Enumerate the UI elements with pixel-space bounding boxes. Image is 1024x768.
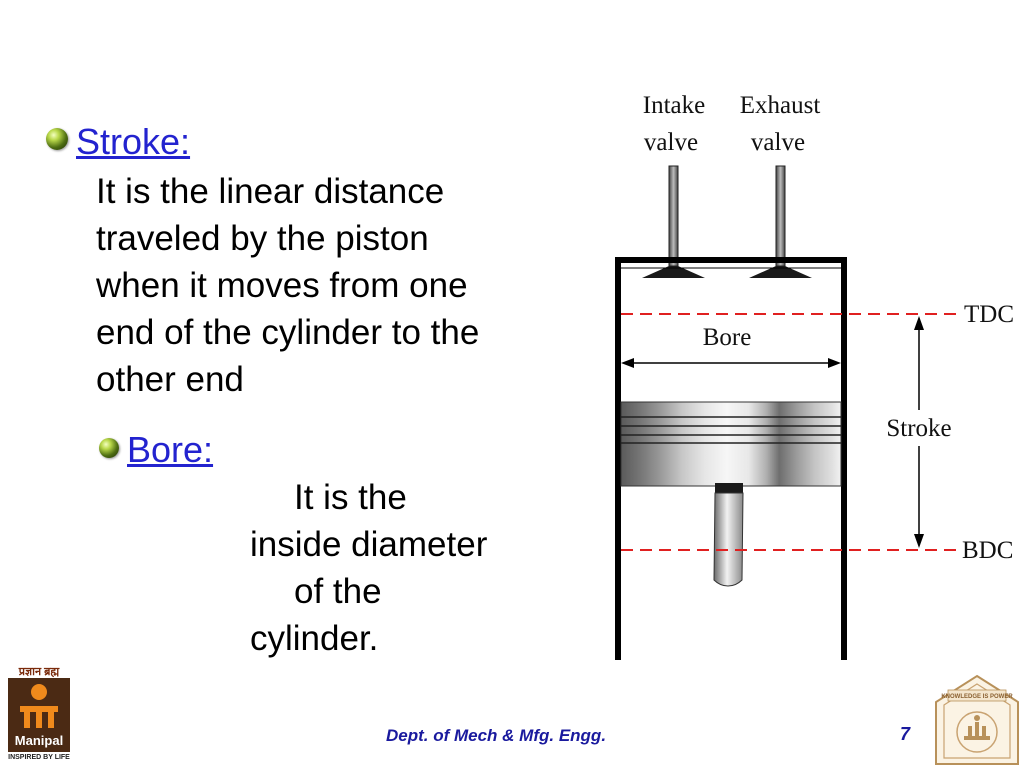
exhaust-label-line-2: valve (751, 129, 805, 156)
seal-ring-text: KNOWLEDGE IS POWER (941, 694, 1013, 700)
exhaust-label-line-1: Exhaust (740, 92, 821, 119)
stroke-line-5: other end (96, 360, 244, 399)
bore-line-3: of the (294, 572, 382, 611)
cylinder-diagram: Intake valve Exhaust valve TDC Bore BDC … (615, 92, 1014, 660)
manipal-logo-block: Manipal (8, 678, 70, 752)
bore-line-2: inside diameter (250, 525, 488, 564)
manipal-logo-top-text: प्रज्ञान ब्रह्म (18, 666, 60, 678)
intake-label-line-2: valve (644, 129, 698, 156)
stroke-arrow-down (914, 534, 924, 548)
bore-line-4: cylinder. (250, 619, 379, 658)
intake-valve-stem (668, 165, 679, 267)
bore-heading: Bore: (127, 429, 214, 470)
intake-label-line-1: Intake (643, 92, 705, 119)
page-number: 7 (900, 724, 911, 744)
stroke-line-4: end of the cylinder to the (96, 313, 480, 352)
stroke-line-3: when it moves from one (96, 266, 468, 305)
connecting-rod-cap (715, 483, 743, 495)
bore-arrow-right (828, 358, 841, 368)
piston (620, 401, 842, 487)
stroke-line-1: It is the linear distance (96, 172, 445, 211)
institute-seal-logo: KNOWLEDGE IS POWER (935, 674, 1019, 765)
stroke-arrow-up (914, 316, 924, 330)
stroke-bullet-icon (46, 128, 68, 150)
manipal-logo-mark-icon (20, 684, 58, 728)
cylinder-head (615, 257, 847, 660)
bore-line-1: It is the (294, 478, 407, 517)
piston-rings (621, 416, 841, 444)
bore-label: Bore (703, 324, 752, 351)
connecting-rod (713, 492, 744, 587)
manipal-logo-name: Manipal (14, 733, 64, 748)
tdc-label: TDC (964, 301, 1014, 328)
stroke-definition: It is the linear distance traveled by th… (96, 168, 479, 403)
manipal-logo-tagline: INSPIRED BY LIFE (8, 754, 70, 761)
manipal-logo: प्रज्ञान ब्रह्म Manipal INSPIRED BY LIFE (6, 664, 72, 766)
exhaust-valve-head (749, 266, 812, 278)
stroke-label: Stroke (886, 415, 951, 442)
exhaust-valve-stem (775, 165, 786, 267)
footer-dept: Dept. of Mech & Mfg. Engg. (386, 726, 607, 745)
stroke-heading: Stroke: (76, 121, 191, 162)
bdc-label: BDC (962, 537, 1013, 564)
bore-bullet-icon (99, 438, 119, 458)
intake-valve-head (642, 266, 705, 278)
bore-arrow-left (621, 358, 634, 368)
stroke-line-2: traveled by the piston (96, 219, 429, 258)
